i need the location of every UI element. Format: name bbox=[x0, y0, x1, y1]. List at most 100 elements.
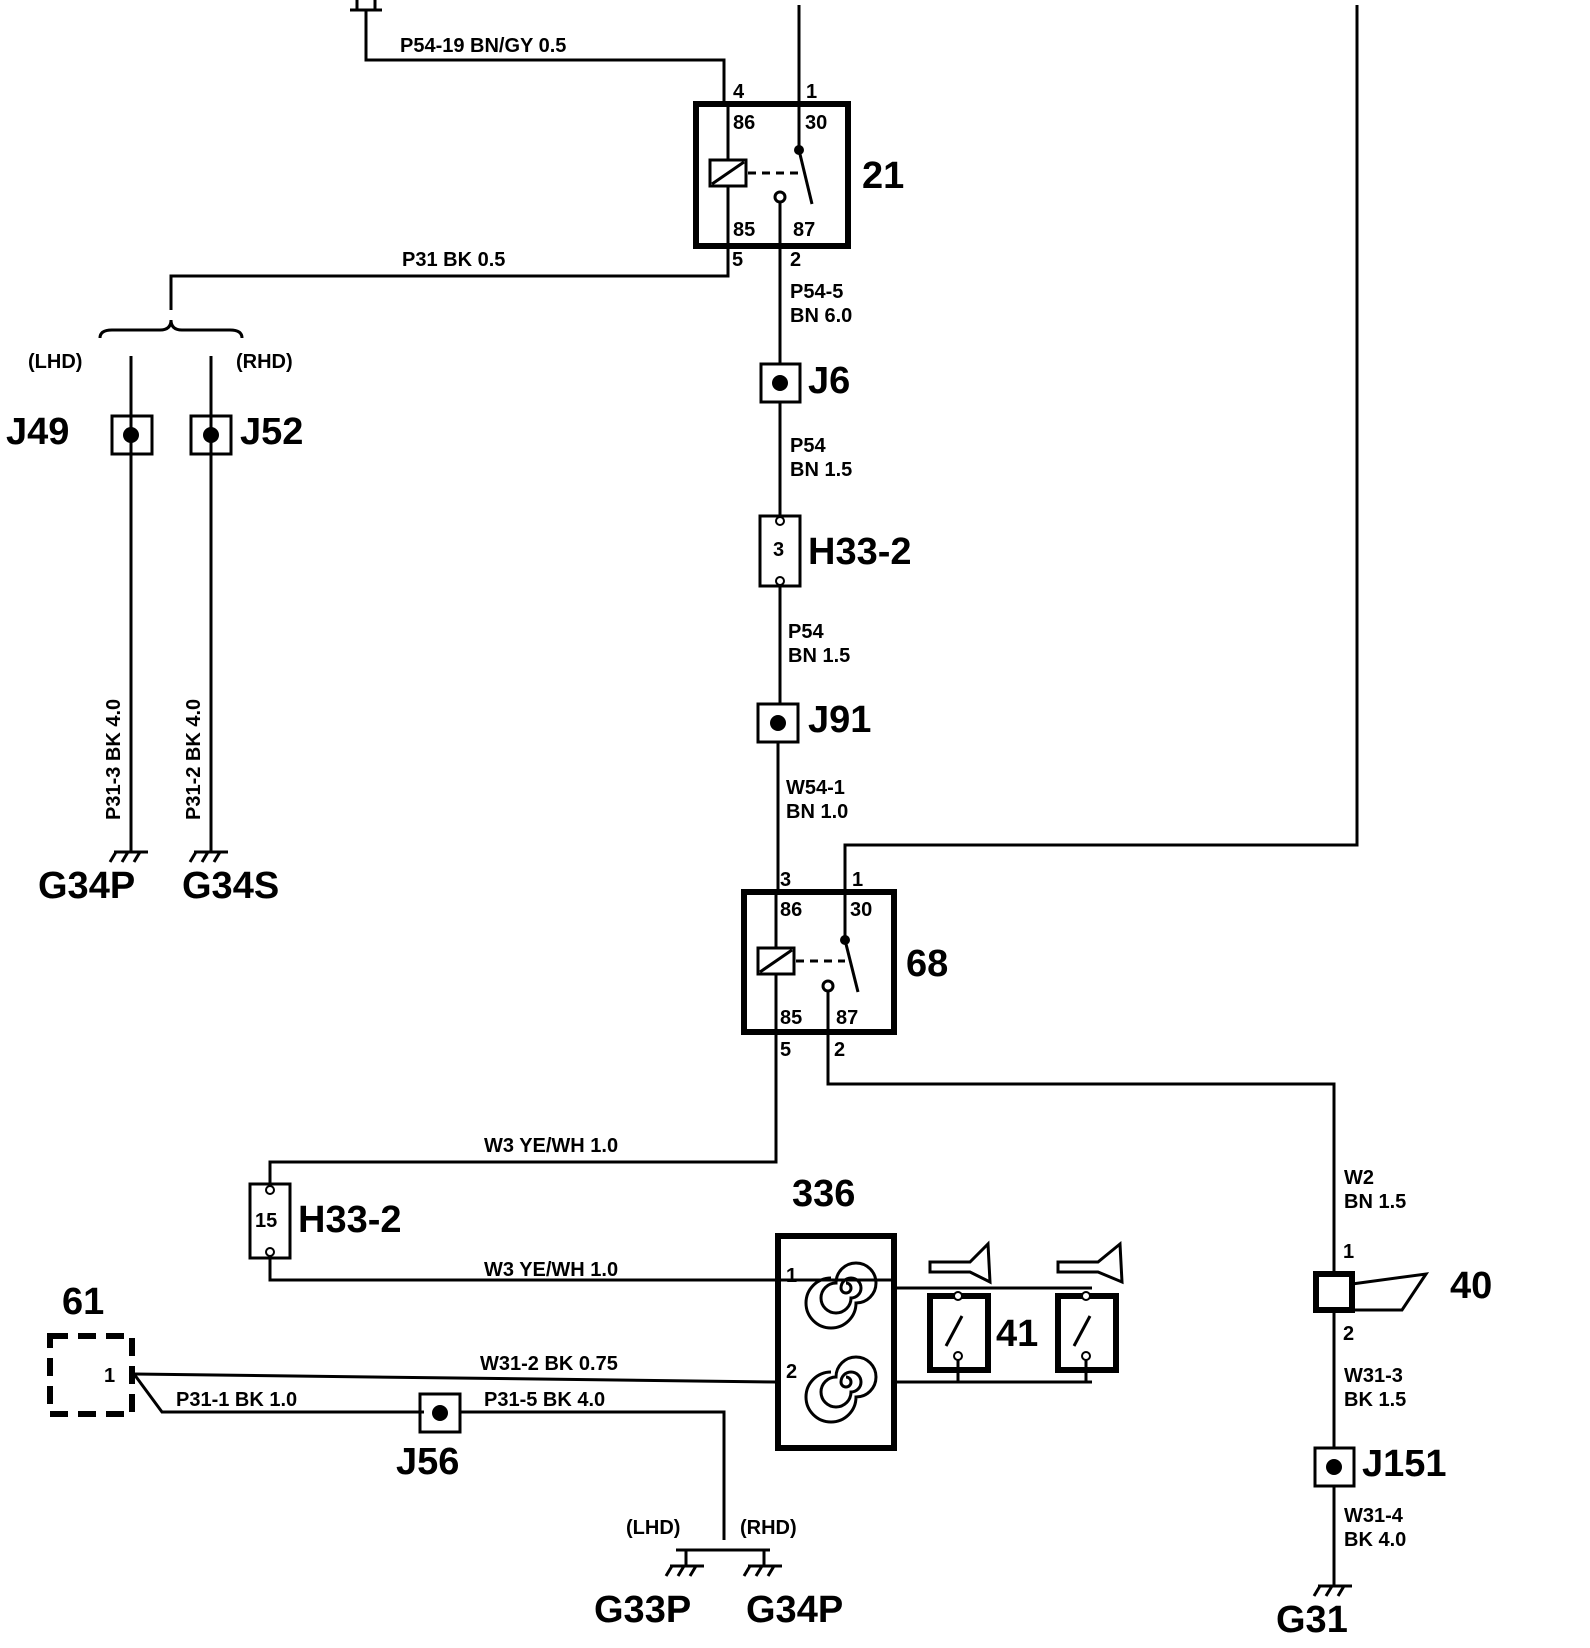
relay-21-pin-5: 5 bbox=[732, 249, 743, 271]
label-g34p-bottom: G34P bbox=[746, 1589, 843, 1631]
relay-68-term-87: 87 bbox=[836, 1007, 858, 1029]
label-wire-p54-b1: BN 1.5 bbox=[790, 459, 852, 481]
relay-21-pin-1: 1 bbox=[806, 81, 817, 103]
label-wire-p54-5-b: BN 6.0 bbox=[790, 305, 852, 327]
label-j56: J56 bbox=[396, 1441, 459, 1483]
label-wire-w3-top: W3 YE/WH 1.0 bbox=[484, 1135, 618, 1157]
label-wire-p31-1: P31-1 BK 1.0 bbox=[176, 1389, 297, 1411]
horn-40-pin-1: 1 bbox=[1343, 1241, 1354, 1263]
relay-21-pin-2: 2 bbox=[790, 249, 801, 271]
relay-21-pin-4: 4 bbox=[733, 81, 745, 103]
relay-68-switch bbox=[843, 939, 860, 993]
label-j91: J91 bbox=[808, 699, 871, 741]
relay-68-pin-3: 3 bbox=[780, 869, 791, 891]
label-wire-p54-19: P54-19 BN/GY 0.5 bbox=[400, 35, 566, 57]
label-rhd-bottom: (RHD) bbox=[740, 1517, 797, 1539]
ground-g34s bbox=[188, 850, 228, 863]
relay-68-coil bbox=[756, 946, 796, 976]
spiral-icon-2 bbox=[804, 1355, 878, 1424]
pin-h33-2-bottom: 15 bbox=[255, 1210, 277, 1232]
label-g34s: G34S bbox=[182, 865, 279, 907]
label-j49: J49 bbox=[6, 411, 69, 453]
wire-w3-bottom bbox=[268, 1258, 776, 1282]
relay-68-term-86: 86 bbox=[780, 899, 802, 921]
horn-switches-41-label: 41 bbox=[996, 1313, 1038, 1355]
contact-61-pin-1: 1 bbox=[104, 1365, 115, 1387]
spiral-icon-1 bbox=[804, 1261, 878, 1330]
relay-21-coil bbox=[708, 158, 748, 188]
unit-336-pin-1: 1 bbox=[786, 1265, 797, 1287]
relay-68-term-30: 30 bbox=[850, 899, 872, 921]
relay-68-pin-1: 1 bbox=[852, 869, 863, 891]
label-h33-2-bottom: H33-2 bbox=[298, 1199, 402, 1241]
label-wire-w31-4-b: BK 4.0 bbox=[1344, 1529, 1406, 1551]
horn-icon-a bbox=[928, 1240, 992, 1285]
unit-336-label: 336 bbox=[792, 1173, 855, 1215]
horn-40-label: 40 bbox=[1450, 1265, 1492, 1307]
pin-h33-2-top: 3 bbox=[773, 539, 784, 561]
label-g33p: G33P bbox=[594, 1589, 691, 1631]
contact-61 bbox=[47, 1333, 135, 1417]
relay-68-pin-2: 2 bbox=[834, 1039, 845, 1061]
label-g31: G31 bbox=[1276, 1599, 1348, 1641]
connector-j52 bbox=[189, 414, 233, 456]
wire-p54-19 bbox=[364, 10, 726, 104]
relay-21-term-30: 30 bbox=[805, 112, 827, 134]
relay-21 bbox=[693, 101, 851, 249]
relay-68-term-85: 85 bbox=[780, 1007, 802, 1029]
horn-40-body bbox=[1313, 1271, 1355, 1313]
wire-horn-switch-top bbox=[776, 1278, 1092, 1290]
label-wire-w31-2: W31-2 BK 0.75 bbox=[480, 1353, 618, 1375]
wire-w2 bbox=[826, 1032, 1336, 1272]
relay-21-term-85: 85 bbox=[733, 219, 755, 241]
connector-stub bbox=[350, 0, 382, 12]
label-rhd-top: (RHD) bbox=[236, 351, 293, 373]
label-wire-w31-3-a: W31-3 bbox=[1344, 1365, 1403, 1387]
label-j52: J52 bbox=[240, 411, 303, 453]
wire-w3-top bbox=[268, 1032, 778, 1184]
label-wire-p31-3: P31-3 BK 4.0 bbox=[103, 699, 125, 820]
wire-p31 bbox=[169, 246, 730, 310]
wire-feed-relay68-30 bbox=[843, 5, 1359, 892]
label-wire-p54-b2: BN 1.5 bbox=[788, 645, 850, 667]
label-j6: J6 bbox=[808, 360, 850, 402]
ground-g31 bbox=[1312, 1584, 1352, 1597]
relay-68 bbox=[741, 889, 897, 1035]
label-wire-p54-5-a: P54-5 bbox=[790, 281, 843, 303]
wire-p31-1 bbox=[132, 1373, 424, 1414]
label-wire-w3-bottom: W3 YE/WH 1.0 bbox=[484, 1259, 618, 1281]
horn-icon-b bbox=[1056, 1240, 1124, 1285]
label-lhd-bottom: (LHD) bbox=[626, 1517, 680, 1539]
label-lhd-top: (LHD) bbox=[28, 351, 82, 373]
label-wire-p31: P31 BK 0.5 bbox=[402, 249, 505, 271]
label-wire-w31-4-a: W31-4 bbox=[1344, 1505, 1404, 1527]
label-wire-w54-1-a: W54-1 bbox=[786, 777, 845, 799]
ground-g33p bbox=[664, 1564, 704, 1577]
label-wire-w31-3-b: BK 1.5 bbox=[1344, 1389, 1406, 1411]
relay-21-switch bbox=[797, 149, 814, 205]
variant-split-bottom bbox=[676, 1548, 770, 1566]
relay-21-label: 21 bbox=[862, 155, 904, 197]
relay-68-label: 68 bbox=[906, 943, 948, 985]
relay-21-term-87: 87 bbox=[793, 219, 815, 241]
label-g34p-top: G34P bbox=[38, 865, 135, 907]
wire-w31-2 bbox=[133, 1372, 777, 1384]
contact-61-label: 61 bbox=[62, 1281, 104, 1323]
relay-21-term-86: 86 bbox=[733, 112, 755, 134]
relay-68-pin-5: 5 bbox=[780, 1039, 791, 1061]
horn-40-pin-2: 2 bbox=[1343, 1323, 1354, 1345]
label-wire-w54-1-b: BN 1.0 bbox=[786, 801, 848, 823]
label-wire-p31-5: P31-5 BK 4.0 bbox=[484, 1389, 605, 1411]
label-wire-p54-a2: P54 bbox=[788, 621, 824, 643]
unit-336 bbox=[775, 1233, 897, 1451]
ground-g34p-bottom bbox=[742, 1564, 782, 1577]
ground-g34p-top bbox=[108, 850, 148, 863]
label-wire-p31-2: P31-2 BK 4.0 bbox=[183, 699, 205, 820]
connector-j49 bbox=[110, 414, 154, 456]
label-wire-w2-a: W2 bbox=[1344, 1167, 1374, 1189]
label-wire-p54-a1: P54 bbox=[790, 435, 826, 457]
variant-brace-top bbox=[98, 319, 244, 339]
wire-p31-5 bbox=[460, 1410, 726, 1540]
